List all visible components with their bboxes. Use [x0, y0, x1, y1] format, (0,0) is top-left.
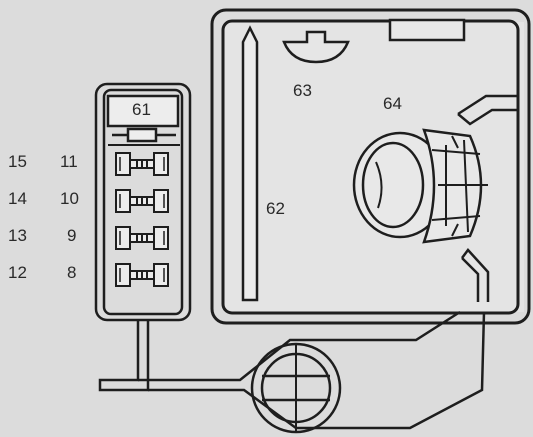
fuse-number-right-1: 11 [60, 152, 78, 171]
fuse-3 [115, 226, 169, 250]
fuse-rows [115, 152, 169, 287]
fuse-number-right-4: 8 [67, 263, 77, 282]
label-64: 64 [383, 94, 402, 113]
fuse-box [94, 82, 192, 322]
fuse-1 [115, 152, 169, 176]
housing-outline [210, 8, 531, 325]
fuse-2 [115, 189, 169, 213]
fuse-number-left-2: 14 [8, 189, 27, 208]
component-63-bracket [282, 30, 350, 64]
fuse-number-right-3: 9 [67, 226, 77, 245]
component-64-lamp [352, 94, 518, 302]
fuse-4 [115, 263, 169, 287]
component-62-strip [241, 25, 259, 302]
fuse-number-left-4: 12 [8, 263, 27, 282]
wiring [98, 310, 486, 434]
label-61: 61 [132, 100, 151, 119]
fuse-number-right-2: 10 [60, 189, 79, 208]
label-62: 62 [266, 199, 285, 218]
fuse-number-left-1: 15 [8, 152, 27, 171]
label-63: 63 [293, 81, 312, 100]
top-slot [388, 18, 466, 42]
fuse-number-left-3: 13 [8, 226, 27, 245]
